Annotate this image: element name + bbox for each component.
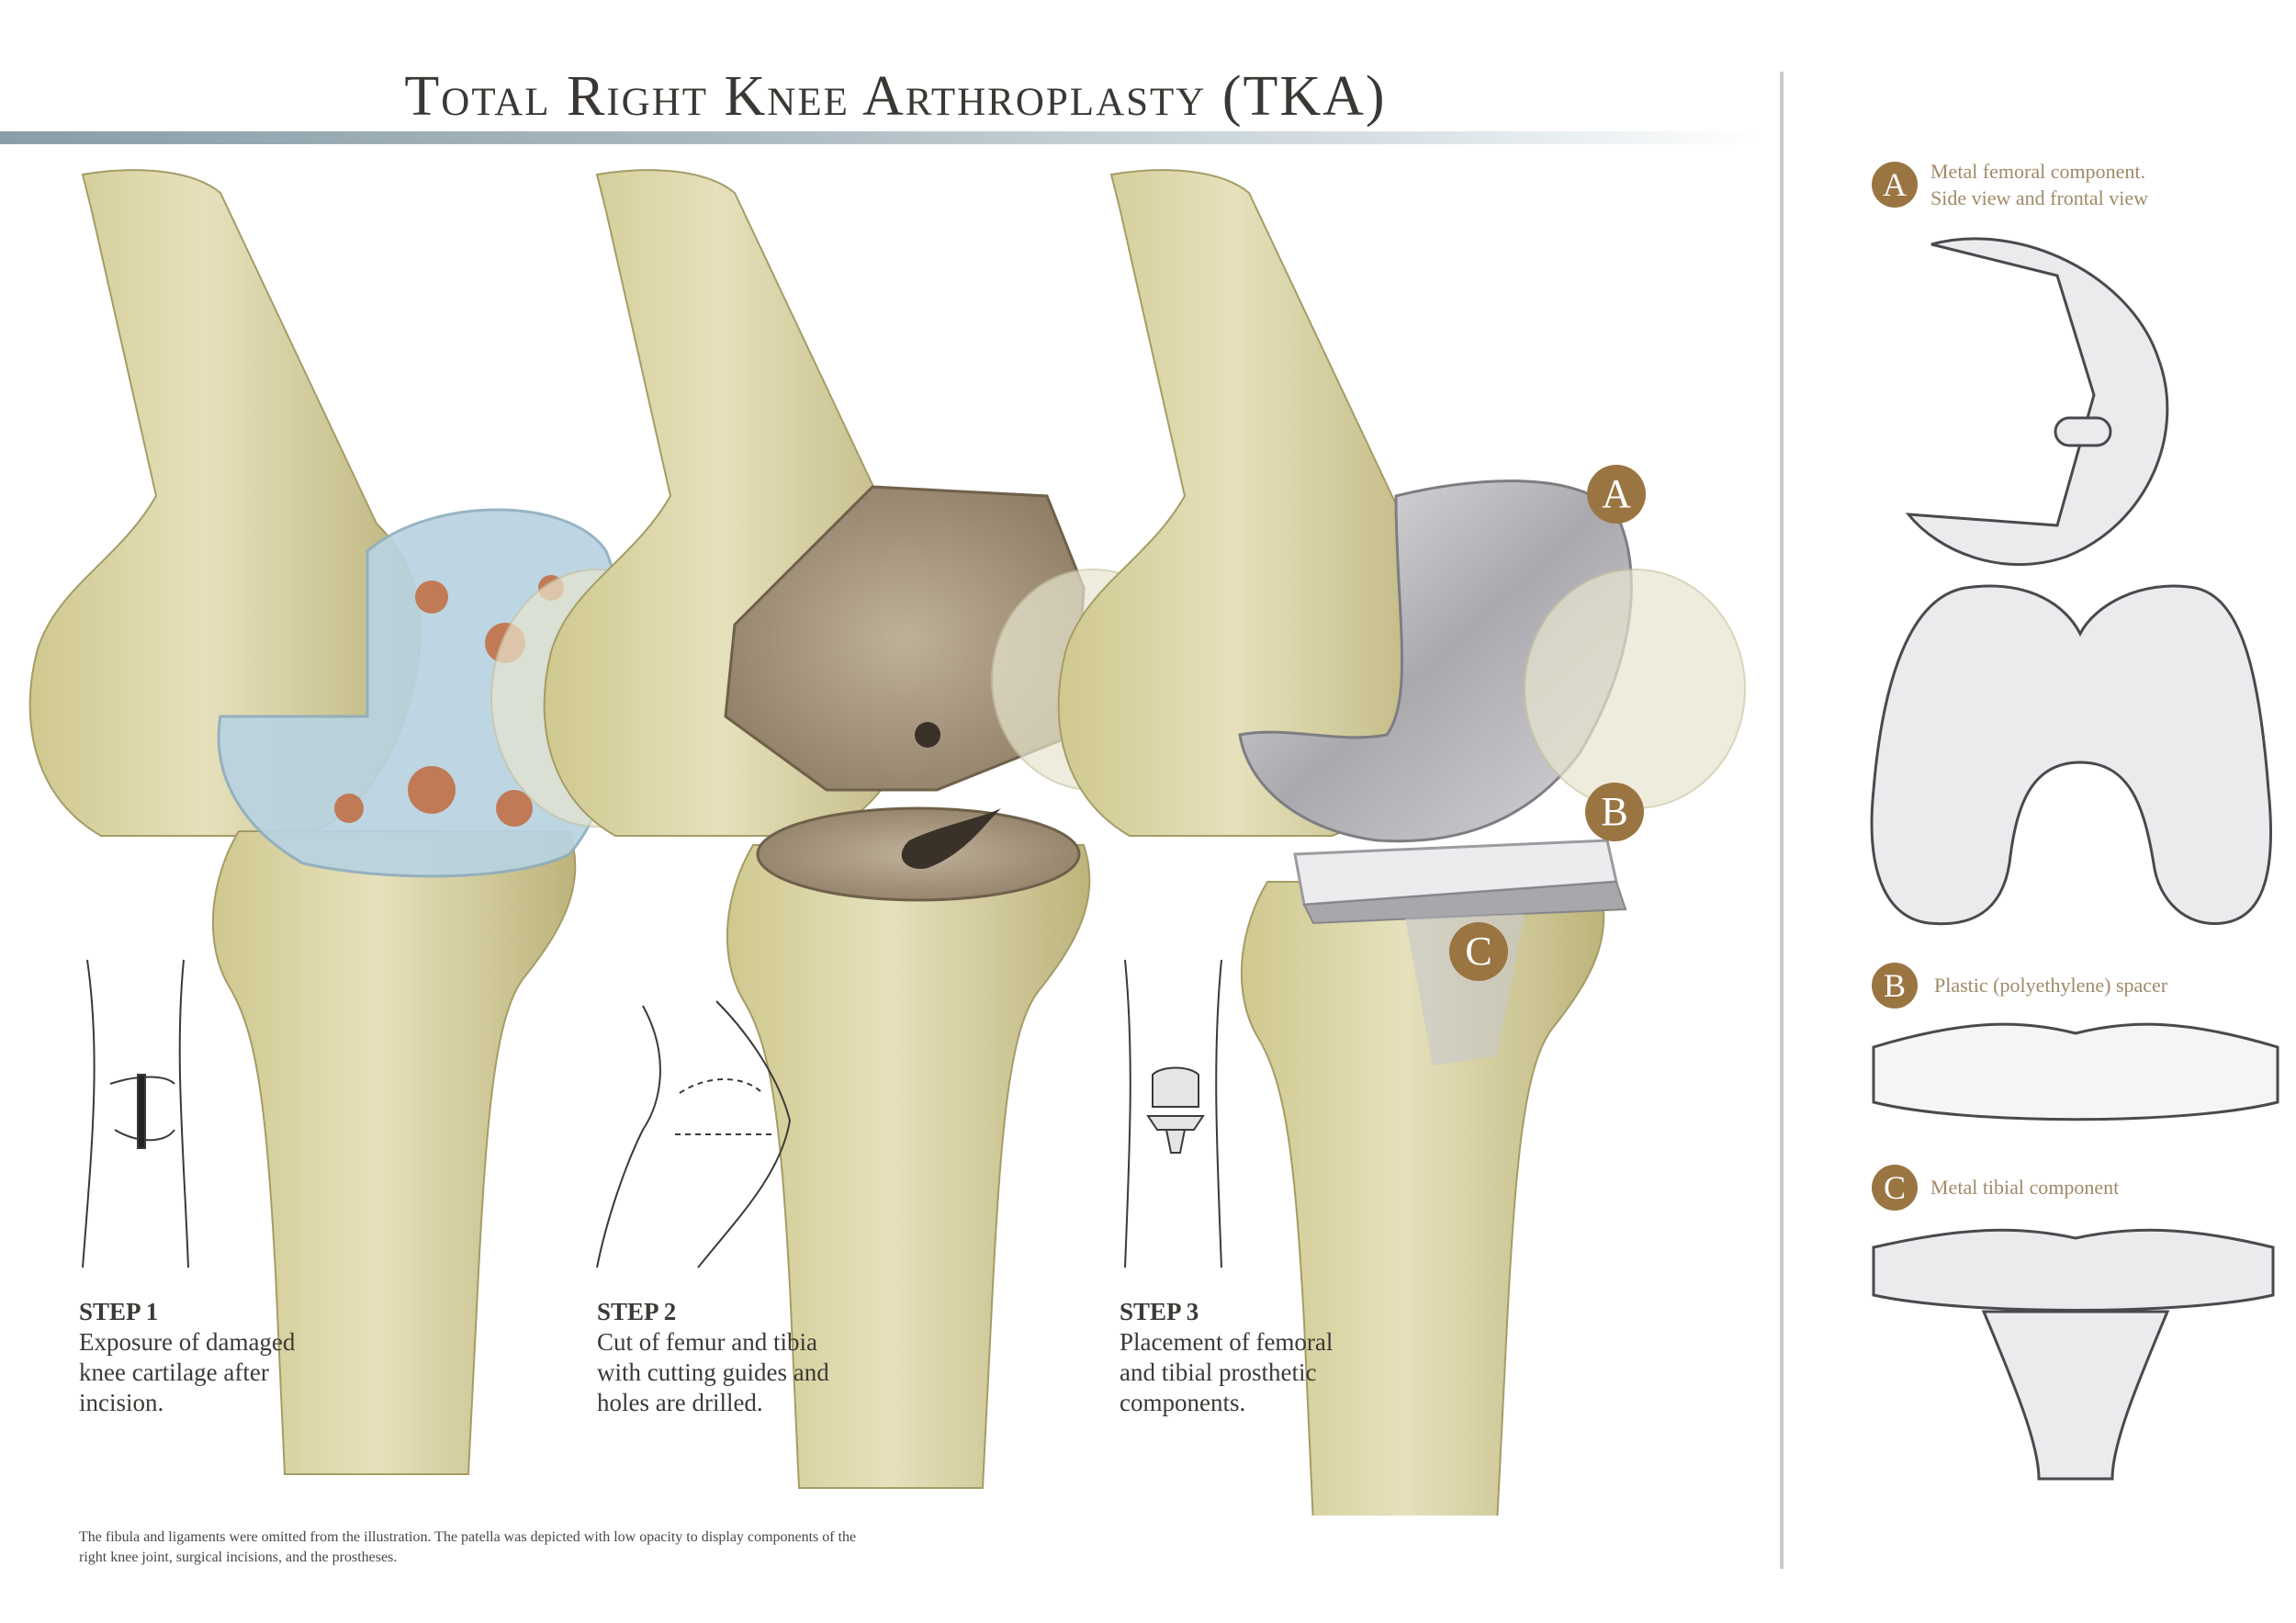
legend-c-badge: C bbox=[1872, 1165, 1918, 1211]
footnote-line2: right knee joint, surgical incisions, an… bbox=[79, 1550, 398, 1565]
step1-line1: Exposure of damaged bbox=[79, 1328, 296, 1356]
step2-line2: with cutting guides and bbox=[597, 1358, 829, 1386]
polyethylene-spacer-drawing bbox=[1872, 1022, 2279, 1121]
step1-line3: incision. bbox=[79, 1389, 164, 1416]
step1-caption: STEP 1 Exposure of damaged knee cartilag… bbox=[79, 1297, 295, 1418]
callout-a-badge: A bbox=[1587, 465, 1646, 524]
legend-a-badge: A bbox=[1872, 162, 1918, 208]
legend-b-text: Plastic (polyethylene) spacer bbox=[1934, 974, 2168, 997]
tibial-component-drawing bbox=[1872, 1228, 2275, 1481]
step3-heading: STEP 3 bbox=[1120, 1298, 1199, 1325]
tibial-tray bbox=[1302, 880, 1627, 925]
knee-step2-illustration bbox=[543, 169, 1195, 1489]
step2-line1: Cut of femur and tibia bbox=[597, 1328, 817, 1356]
sketch-step2 bbox=[596, 1000, 792, 1268]
callout-b-badge: B bbox=[1585, 783, 1644, 841]
patella bbox=[1524, 569, 1746, 809]
step2-caption: STEP 2 Cut of femur and tibia with cutti… bbox=[597, 1297, 829, 1418]
title-underline bbox=[0, 131, 1763, 144]
page-title: Total Right Knee Arthroplasty (TKA) bbox=[404, 65, 1387, 128]
femoral-component-side-view bbox=[1905, 237, 2169, 567]
legend-a-line2: Side view and frontal view bbox=[1930, 186, 2149, 209]
legend-b-badge: B bbox=[1872, 963, 1918, 1009]
legend-a-line1: Metal femoral component. bbox=[1930, 160, 2145, 183]
footnote: The fibula and ligaments were omitted fr… bbox=[79, 1527, 1052, 1568]
step2-heading: STEP 2 bbox=[597, 1298, 677, 1325]
step2-line3: holes are drilled. bbox=[597, 1389, 763, 1416]
legend-c-text: Metal tibial component bbox=[1930, 1176, 2120, 1199]
step1-line2: knee cartilage after bbox=[79, 1358, 269, 1386]
step3-line2: and tibial prosthetic bbox=[1120, 1358, 1317, 1386]
cut-femur bbox=[724, 485, 1086, 792]
step3-line1: Placement of femoral bbox=[1120, 1328, 1334, 1356]
step3-caption: STEP 3 Placement of femoral and tibial p… bbox=[1120, 1297, 1333, 1418]
footnote-line1: The fibula and ligaments were omitted fr… bbox=[79, 1529, 857, 1545]
knee-illustrations bbox=[28, 169, 1746, 1516]
sketch-step3 bbox=[1124, 959, 1222, 1268]
step1-heading: STEP 1 bbox=[79, 1298, 159, 1325]
sketch-step1 bbox=[82, 959, 189, 1268]
section-divider bbox=[1780, 72, 1784, 1569]
callout-c-badge: C bbox=[1449, 922, 1508, 981]
femoral-component-frontal-view bbox=[1870, 584, 2272, 926]
knee-step1-illustration bbox=[28, 169, 703, 1475]
knee-step3-illustration bbox=[1057, 169, 1746, 1516]
step3-line3: components. bbox=[1120, 1389, 1246, 1416]
legend-a-text: Metal femoral component. Side view and f… bbox=[1930, 158, 2148, 211]
